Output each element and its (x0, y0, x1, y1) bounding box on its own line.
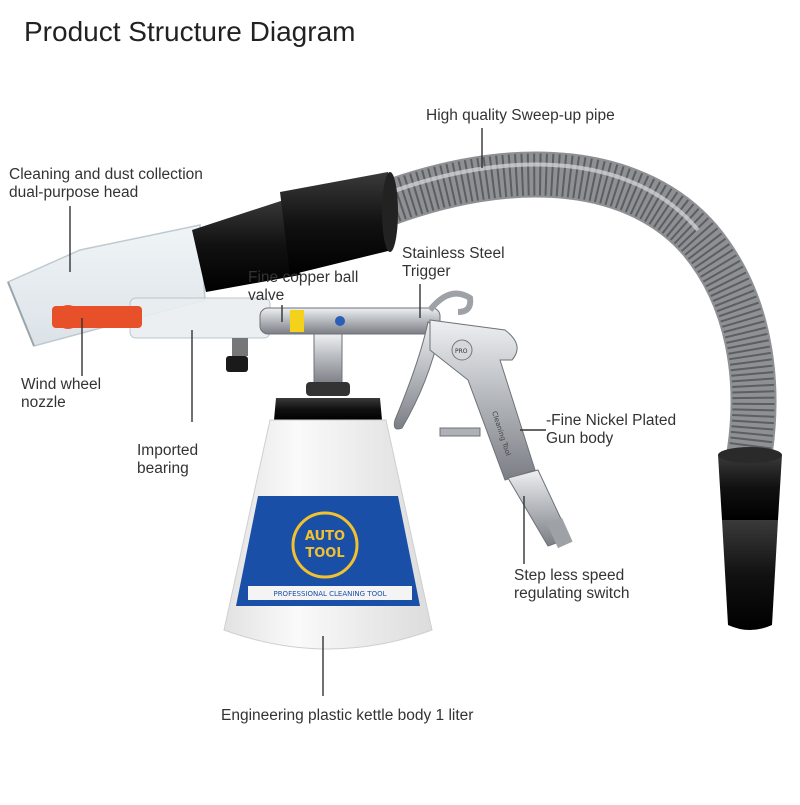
label-text: Step less speed (514, 567, 625, 584)
gun-body: PRO Cleaning Tool (429, 319, 536, 481)
kettle-body: AUTO TOOL PROFESSIONAL CLEANING TOOL (223, 398, 433, 650)
label-text: Fine copper ball (248, 269, 359, 286)
label-text: Imported (137, 442, 199, 459)
label-text: nozzle (21, 394, 66, 411)
logo-auto: AUTO (305, 529, 345, 544)
nozzle-tube (52, 297, 271, 372)
rubber-collar (192, 172, 398, 292)
label-text: regulating switch (514, 585, 630, 602)
label-trigger: Stainless Steel Trigger (402, 245, 505, 281)
label-text: Stainless Steel (402, 245, 505, 262)
label-copper-valve: Fine copper ball valve (248, 269, 358, 305)
label-bearing: Imported bearing (137, 442, 198, 478)
bottle-band-text: PROFESSIONAL CLEANING TOOL (273, 590, 386, 598)
gun-barrel (259, 307, 441, 335)
leader-lines (69, 128, 546, 696)
label-gun-body: -Fine Nickel Plated Gun body (546, 412, 676, 448)
copper-ball-valve-stem (306, 333, 350, 396)
label-text: Engineering plastic kettle body 1 liter (221, 707, 474, 724)
label-text: Wind wheel (21, 376, 102, 393)
label-text: Trigger (402, 263, 451, 280)
label-collection-head: Cleaning and dust collection dual-purpos… (9, 166, 203, 202)
label-wind-wheel-nozzle: Wind wheel nozzle (21, 376, 101, 412)
logo-tool: TOOL (305, 546, 344, 561)
label-text: High quality Sweep-up pipe (426, 107, 615, 124)
label-speed-switch: Step less speed regulating switch (514, 567, 629, 603)
label-text: valve (248, 287, 285, 304)
diagram-title: Product Structure Diagram (24, 16, 356, 47)
trigger (393, 290, 474, 430)
label-kettle-body: Engineering plastic kettle body 1 liter (221, 707, 473, 725)
label-text: dual-purpose head (9, 184, 139, 201)
label-text: Gun body (546, 430, 614, 447)
sweep-up-pipe (347, 151, 777, 473)
label-sweep-up-pipe: High quality Sweep-up pipe (426, 107, 615, 125)
speed-switch (507, 469, 573, 549)
hose-end-cuff (718, 447, 782, 630)
label-text: -Fine Nickel Plated (546, 412, 677, 429)
grip-badge: PRO (455, 348, 468, 355)
label-text: Cleaning and dust collection (9, 166, 203, 183)
label-text: bearing (137, 460, 189, 477)
